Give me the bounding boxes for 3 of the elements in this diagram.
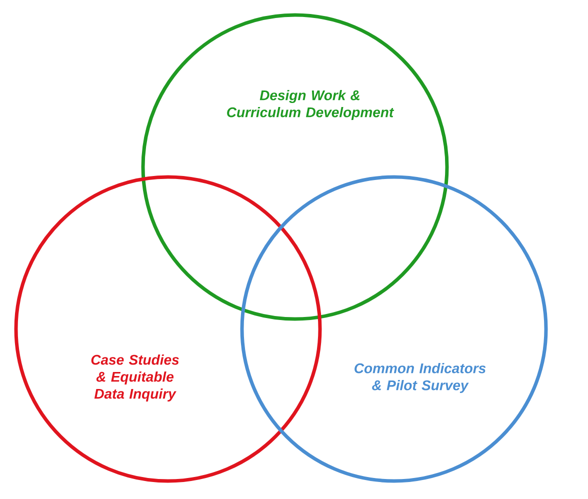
circle-label: Common Indicators & Pilot Survey — [354, 362, 486, 394]
circle-label: Case Studies & Equitable Data Inquiry — [91, 354, 179, 402]
circle-label: Design Work & Curriculum Development — [227, 90, 394, 120]
